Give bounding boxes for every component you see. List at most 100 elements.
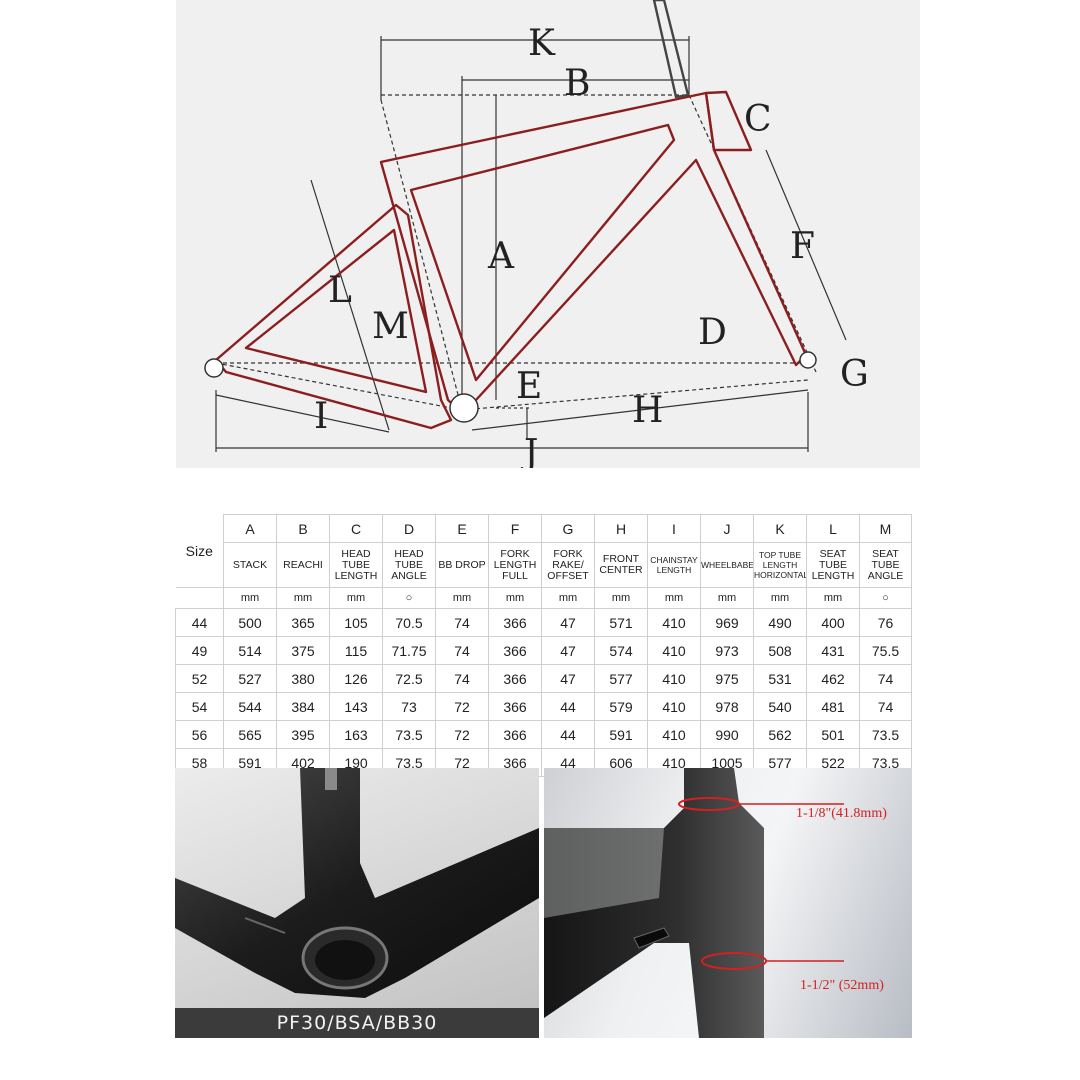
value-cell: 562: [753, 720, 807, 749]
value-cell: 375: [276, 636, 330, 665]
col-name-line: TUBE: [341, 558, 370, 571]
geometry-spec-table: Size A B C D E F G H I J K L M STACK REA…: [175, 514, 912, 777]
value-cell: 481: [806, 692, 860, 721]
value-cell: 410: [647, 636, 701, 665]
col-letter-k: K: [753, 514, 807, 543]
value-cell: 74: [859, 692, 912, 721]
col-name-line: WHEELBABE: [701, 560, 754, 570]
value-cell: 74: [859, 664, 912, 693]
value-cell: 531: [753, 664, 807, 693]
col-letter-j: J: [700, 514, 754, 543]
dim-label-m: M: [372, 306, 409, 347]
col-name-reach: REACHI: [276, 542, 330, 588]
col-letter-i: I: [647, 514, 701, 543]
col-name-line: REACHI: [283, 558, 323, 571]
value-cell: 72: [435, 720, 489, 749]
value-cell: 577: [594, 664, 648, 693]
value-cell: 410: [647, 692, 701, 721]
col-name-line: SEAT: [872, 547, 899, 560]
col-name-line: HEAD: [394, 547, 424, 560]
col-letter-d: D: [382, 514, 436, 543]
value-cell: 47: [541, 636, 595, 665]
col-name-line: ANGLE: [391, 569, 427, 582]
col-name-line: FORK: [553, 547, 583, 560]
col-name-line: TOP TUBE: [758, 550, 802, 560]
col-name-bb-drop: BB DROP: [435, 542, 489, 588]
value-cell: 366: [488, 720, 542, 749]
frame-geometry-diagram: K B C A F L M D G E I H J: [176, 0, 920, 468]
value-cell: 540: [753, 692, 807, 721]
size-row-56: 56 565 395 163 73.5 72 366 44 591 410 99…: [175, 720, 912, 749]
unit-cell: mm: [223, 587, 277, 609]
value-cell: 395: [276, 720, 330, 749]
dim-label-j: J: [520, 433, 538, 468]
dim-label-c: C: [744, 99, 772, 140]
dim-label-d: D: [698, 312, 727, 353]
col-name-line: FRONT: [602, 553, 640, 565]
value-cell: 514: [223, 636, 277, 665]
col-letter-f: F: [488, 514, 542, 543]
unit-cell: mm: [276, 587, 330, 609]
value-cell: 70.5: [382, 608, 436, 637]
value-cell: 973: [700, 636, 754, 665]
size-cell: 56: [175, 720, 224, 749]
col-name-line: FULL: [502, 569, 528, 582]
size-cell: 54: [175, 692, 224, 721]
col-name-line: SEAT: [819, 547, 847, 560]
column-letter-row: Size A B C D E F G H I J K L M: [175, 514, 912, 588]
value-cell: 410: [647, 664, 701, 693]
col-name-line: STACK: [232, 558, 268, 571]
dim-label-k: K: [528, 23, 556, 64]
col-name-line: LENGTH: [493, 558, 537, 571]
unit-cell: mm: [488, 587, 542, 609]
value-cell: 527: [223, 664, 277, 693]
head-tube-illustration: [544, 768, 844, 1038]
value-cell: 72: [435, 692, 489, 721]
value-cell: 74: [435, 664, 489, 693]
unit-cell: mm: [753, 587, 807, 609]
col-name-line: CHAINSTAY: [650, 555, 698, 565]
value-cell: 384: [276, 692, 330, 721]
dim-label-g: G: [840, 354, 869, 395]
size-cell: 52: [175, 664, 224, 693]
col-name-wheelbase: WHEELBABE: [700, 542, 754, 588]
value-cell: 431: [806, 636, 860, 665]
col-name-line: LENGTH: [656, 565, 692, 575]
value-cell: 410: [647, 720, 701, 749]
head-tube-photo: 1-1/8"(41.8mm) 1-1/2" (52mm): [544, 768, 912, 1038]
value-cell: 126: [329, 664, 383, 693]
bb-standard-caption: PF30/BSA/BB30: [276, 1012, 438, 1034]
value-cell: 410: [647, 608, 701, 637]
col-name-line: LENGTH: [334, 569, 378, 582]
value-cell: 969: [700, 608, 754, 637]
value-cell: 44: [541, 720, 595, 749]
value-cell: 47: [541, 608, 595, 637]
value-cell: 574: [594, 636, 648, 665]
value-cell: 490: [753, 608, 807, 637]
dim-label-l: L: [328, 270, 352, 311]
value-cell: 508: [753, 636, 807, 665]
size-row-49: 49 514 375 115 71.75 74 366 47 574 410 9…: [175, 636, 912, 665]
size-row-44: 44 500 365 105 70.5 74 366 47 571 410 96…: [175, 608, 912, 637]
value-cell: 366: [488, 636, 542, 665]
col-name-line: ANGLE: [867, 569, 904, 582]
value-cell: 975: [700, 664, 754, 693]
size-header: Size: [175, 514, 224, 588]
value-cell: 74: [435, 608, 489, 637]
value-cell: 544: [223, 692, 277, 721]
col-name-line: CENTER: [599, 564, 643, 576]
value-cell: 990: [700, 720, 754, 749]
unit-blank: [175, 587, 224, 609]
value-cell: 44: [541, 692, 595, 721]
value-cell: 591: [594, 720, 648, 749]
col-letter-a: A: [223, 514, 277, 543]
col-name-line: HORIZONTAL: [754, 570, 807, 580]
dim-label-e: E: [516, 366, 542, 407]
col-name-line: TUBE: [871, 558, 900, 571]
value-cell: 565: [223, 720, 277, 749]
unit-cell: mm: [435, 587, 489, 609]
col-letter-b: B: [276, 514, 330, 543]
